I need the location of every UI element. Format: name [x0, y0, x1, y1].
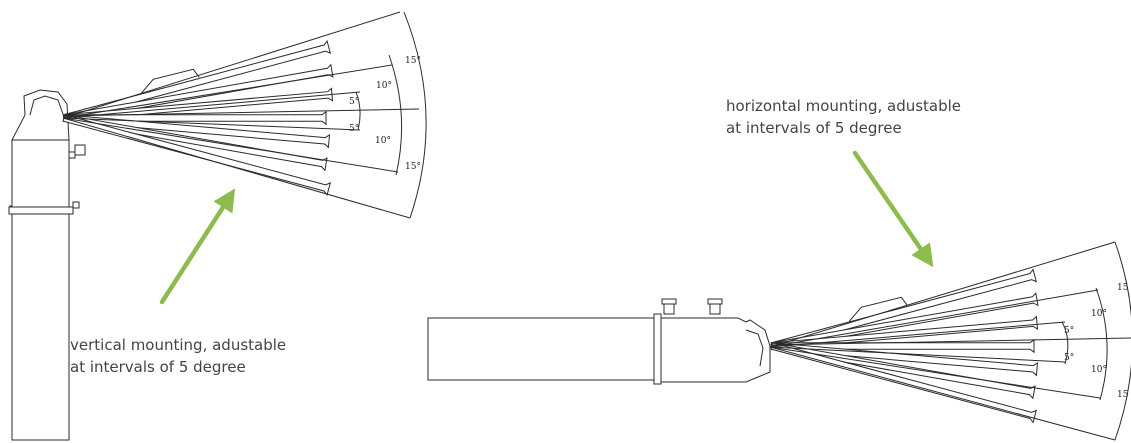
- vertical-caption-line-1: vertical mounting, adustable: [70, 336, 287, 354]
- vertical-lamp-arm: [62, 114, 332, 196]
- vertical-angle-label-15-top: 15°: [405, 56, 421, 66]
- vertical-angle-label-5-bottom: 5°: [349, 124, 359, 134]
- vertical-lamp-arms: [62, 40, 334, 196]
- horizontal-angle-label-15-bottom: 15: [1117, 390, 1129, 400]
- horizontal-callout-arrow: [852, 150, 934, 268]
- vertical-angle-guides: [62, 11, 427, 219]
- horizontal-lamp-arm: [770, 342, 1036, 400]
- horizontal-angle-label-15-top: 15: [1117, 283, 1129, 293]
- vertical-angle-label-5-top: 5°: [349, 97, 359, 107]
- vertical-angle-label-15-bottom: 15°: [405, 162, 421, 172]
- vertical-angle-label-10-top: 10°: [376, 81, 392, 91]
- horizontal-mounting-caption: horizontal mounting, adustable at interv…: [726, 95, 961, 139]
- horizontal-angle-label-10-bottom: 10°: [1091, 365, 1107, 375]
- vertical-pole: [8, 89, 86, 441]
- horizontal-angle-guides: [769, 241, 1131, 441]
- vertical-callout-arrow: [159, 188, 236, 305]
- horizontal-caption-line-1: horizontal mounting, adustable: [726, 97, 962, 115]
- horizontal-angle-label-10-top: 10°: [1091, 309, 1107, 319]
- vertical-mounting-drawing: 15° 10° 5° 5° 10° 15°: [8, 11, 427, 441]
- horizontal-pole: [427, 298, 771, 385]
- horizontal-angle-label-5-bottom: 5°: [1064, 353, 1074, 363]
- vertical-angle-label-10-bottom: 10°: [375, 136, 391, 146]
- horizontal-mounting-drawing: 15 10° 5° 5° 10° 15: [427, 150, 1131, 441]
- vertical-mounting-caption: vertical mounting, adustable at interval…: [70, 334, 286, 378]
- horizontal-caption-line-2: at intervals of 5 degree: [726, 119, 902, 137]
- horizontal-angle-label-5-top: 5°: [1064, 326, 1074, 336]
- horizontal-lamp-arms: [770, 268, 1039, 424]
- vertical-caption-line-2: at intervals of 5 degree: [70, 358, 246, 376]
- vertical-lamp-housing: [140, 68, 200, 94]
- horizontal-lamp-housing: [848, 296, 908, 322]
